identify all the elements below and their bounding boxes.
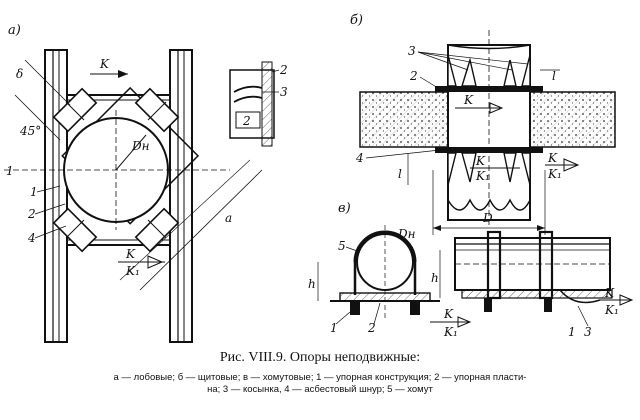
label-h-c2: h	[431, 271, 439, 285]
label-dn-a: Dн	[131, 139, 150, 153]
label-k-b2: K	[475, 154, 486, 168]
label-k1-c2: K₁	[604, 303, 619, 317]
gusset-plates	[52, 87, 180, 253]
label-k-b3: K	[547, 151, 558, 165]
label-4-a: 4	[27, 231, 36, 245]
label-l-b2: l	[552, 69, 556, 83]
panel-a-frontal-support: а) Dн	[4, 23, 288, 343]
label-k-a2: K	[125, 247, 136, 261]
panel-a-label: а)	[8, 23, 21, 38]
panel-b-shield-support: б) D l	[350, 13, 616, 235]
label-k-c2: K	[604, 286, 615, 300]
label-a: a	[225, 211, 232, 225]
label-2-c: 2	[367, 321, 376, 335]
label-k-c: K	[443, 307, 454, 321]
figure-legend-line-1: а — лобовые; б — щитовые; в — хомутовые;…	[113, 372, 527, 383]
label-2-inset-side: 2	[279, 63, 288, 77]
label-k1-b: K₁	[475, 169, 490, 183]
label-3-inset: 3	[280, 85, 288, 99]
label-l-b: l	[398, 167, 402, 181]
label-2-b: 2	[409, 69, 418, 83]
label-k-a: K	[99, 57, 110, 71]
label-1-c: 1	[330, 321, 338, 335]
fixed-supports-drawing: а) Dн	[4, 13, 634, 343]
clamp-cross-section: Dн 5 h 1 2 K K₁	[308, 225, 472, 339]
right-support-beam	[169, 49, 193, 343]
label-d-b: D	[482, 211, 493, 225]
label-2-a: 2	[27, 207, 36, 221]
label-5-c: 5	[338, 239, 346, 253]
figure-caption: Рис. VIII.9. Опоры неподвижные:	[219, 350, 421, 365]
label-4-b: 4	[355, 151, 364, 165]
clamp-side-view: h 1 3 K K₁	[431, 230, 634, 339]
left-support-beam	[44, 49, 68, 343]
figure-legend-line-2: на; 3 — косынка, 4 — асбестовый шнур; 5 …	[207, 384, 433, 395]
label-1-left: 1	[6, 164, 14, 178]
label-k1-b2: K₁	[547, 167, 562, 181]
label-dn-c: Dн	[397, 227, 416, 241]
label-h-c: h	[308, 277, 316, 291]
panel-b-label: б)	[350, 13, 363, 28]
label-2-inset: 2	[242, 114, 251, 128]
label-angle: 45°	[19, 124, 41, 138]
label-k1-a: K₁	[125, 264, 140, 278]
panel-c-label: в)	[338, 201, 351, 216]
label-1-c2: 1	[568, 325, 576, 339]
label-1-a: 1	[30, 185, 38, 199]
label-k1-c: K₁	[443, 325, 458, 339]
inset-detail: 2 2 3	[229, 61, 288, 147]
label-3-b: 3	[408, 44, 416, 58]
label-3-c: 3	[584, 325, 592, 339]
panel-c-clamp-support: в) Dн 5 h 1 2 K K₁	[308, 201, 634, 339]
label-delta: δ	[16, 67, 23, 81]
label-k-b: K	[463, 93, 474, 107]
